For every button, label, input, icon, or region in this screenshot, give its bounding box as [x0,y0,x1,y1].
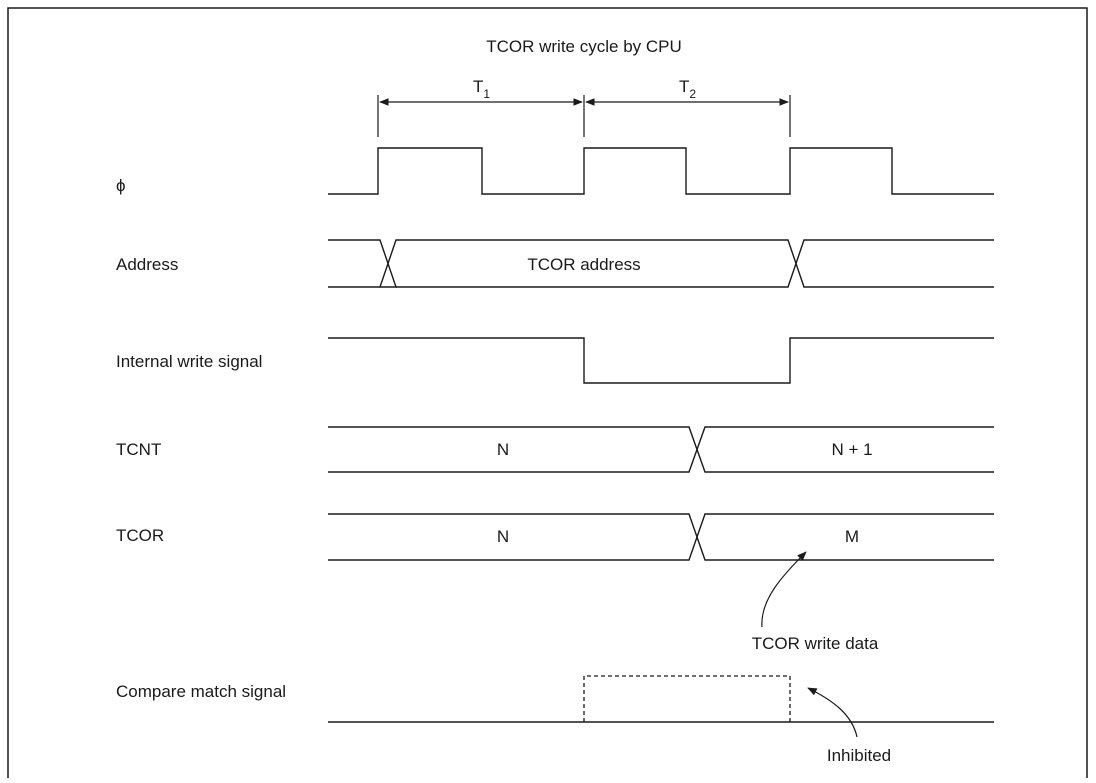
address-waveform [328,239,994,288]
compare-match-inhibited-pulse [583,675,791,722]
tcnt-value-after: N + 1 [831,440,872,459]
tcnt-value-before: N [497,440,509,459]
address-label: Address [116,255,178,274]
tcor-value-after: M [845,527,859,546]
tcnt-waveform [328,426,994,473]
compare-match-label: Compare match signal [116,682,286,701]
cycle-markers: T1 T2 [377,77,791,137]
write-data-arrow [761,551,807,628]
cycle-t2-label: T2 [679,77,696,101]
diagram-frame [7,7,1088,778]
tcnt-label: TCNT [116,440,161,459]
tcor-label: TCOR [116,526,164,545]
clock-waveform [328,147,994,195]
inhibited-arrow [807,687,858,738]
inhibited-annotation: Inhibited [827,746,891,765]
write-signal-waveform [328,337,994,384]
clock-label: ϕ [116,176,126,195]
write-data-annotation: TCOR write data [752,634,879,653]
address-value: TCOR address [527,255,640,274]
tcor-waveform [328,513,994,561]
diagram-title: TCOR write cycle by CPU [486,37,682,56]
cycle-t1-label: T1 [473,77,490,101]
tcor-value-before: N [497,527,509,546]
write-signal-label: Internal write signal [116,352,262,371]
